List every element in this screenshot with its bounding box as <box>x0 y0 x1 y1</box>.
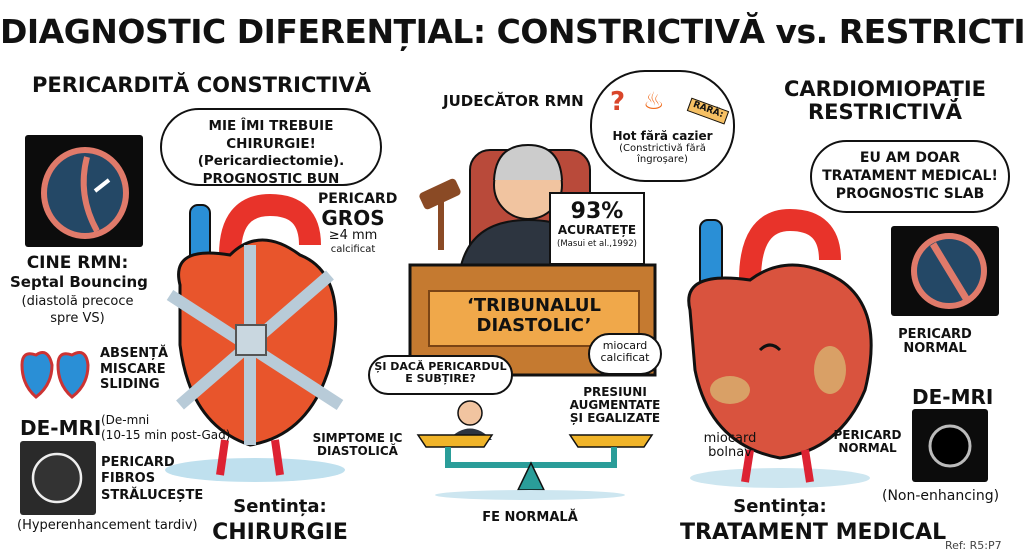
sliding-line: ABSENȚĂ <box>100 346 169 361</box>
echo-label-line: NORMAL <box>903 341 967 357</box>
speech-line: PROGNOSTIC SLAB <box>835 186 985 203</box>
banner-line: DIASTOLIC’ <box>476 314 592 336</box>
speech-line: (Pericardiectomie). <box>197 153 345 170</box>
judge-label: JUDECĂTOR RMN <box>443 92 584 110</box>
right-heading-line: CARDIOMIOPAȚIE <box>783 77 987 101</box>
question-mark-icon: ? <box>610 87 626 117</box>
symptoms-line: SIMPTOME IC <box>312 431 403 445</box>
sliding-line: SLIDING <box>100 377 160 393</box>
echo-label-line: PERICARD <box>898 327 972 342</box>
thought-cloud: Hot fără cazier (Constrictivă fără îngro… <box>590 70 735 182</box>
left-speech-bubble: MIE ÎMI TREBUIE CHIRURGIE! (Pericardiect… <box>160 108 382 187</box>
myocard-line: bolnav <box>708 445 752 461</box>
demri-image-right <box>912 409 988 482</box>
speech-line: EU AM DOAR <box>859 150 961 166</box>
reference: Ref: R5:P7 <box>945 539 1002 552</box>
left-heading: PERICARDITĂ CONSTRICTIVĂ <box>32 73 372 97</box>
echo-label: PERICARD NORMAL <box>885 327 985 357</box>
accuracy-label: ACURATEȚE <box>557 223 637 238</box>
pericard-thick: GROS <box>321 206 385 231</box>
accuracy-ref: (Masui et al.,1992) <box>557 239 637 250</box>
right-verdict-label: Sentința: <box>733 496 827 517</box>
calc-line: calcificat <box>600 351 650 365</box>
calcified-bubble: miocard calcificat <box>588 333 662 375</box>
cine-title: CINE RMN: <box>26 253 129 273</box>
myocard-label: miocard bolnav <box>695 431 765 461</box>
cine-note: spre VS) <box>50 311 105 326</box>
pericard-thickness: ≥4 mm <box>328 228 378 244</box>
symptoms-line: DIASTOLICĂ <box>317 444 398 459</box>
constrictive-heart-illustration <box>165 193 345 482</box>
sliding-line: MISCARE <box>100 361 166 377</box>
demri-note: (De-mni <box>101 413 150 427</box>
fire-icon: ♨ <box>643 87 665 115</box>
thought-line: îngroșare) <box>637 154 688 166</box>
banner-line: ‘TRIBUNALUL <box>467 295 601 316</box>
sliding-label: ABSENȚĂ MISCARE SLIDING <box>100 346 168 393</box>
accuracy-value: 93% <box>570 199 624 224</box>
lawyer-line: ȘI DACĂ PERICARDUL <box>374 360 507 373</box>
speech-line: MIE ÎMI TREBUIE CHIRURGIE! <box>208 118 334 152</box>
lawyer-line: E SUBȚIRE? <box>405 372 476 386</box>
demri-title-left: DE-MRI <box>20 416 102 440</box>
cine-subtitle: Septal Bouncing <box>10 273 148 291</box>
demri-caption-right: (Non-enhancing) <box>882 488 1000 504</box>
balance-scale-icon <box>416 400 654 500</box>
pericard-calcified: calcificat <box>330 243 376 255</box>
accuracy-sign: 93% ACURATEȚE (Masui et al.,1992) <box>549 192 645 265</box>
myocard-line: miocard <box>703 431 757 446</box>
right-speech-bubble: EU AM DOAR TRATAMENT MEDICAL! PROGNOSTIC… <box>810 140 1010 213</box>
right-verdict: TRATAMENT MEDICAL <box>680 520 947 545</box>
demri-note: (10-15 min post-Gad) <box>101 428 231 442</box>
demri-caption-left: (Hyperenhancement tardiv) <box>17 518 198 533</box>
demri-line: STRĂLUCEȘTE <box>101 487 204 503</box>
pericard-normal-label: PERICARD NORMAL <box>825 428 910 456</box>
demri-desc: PERICARD FIBROS STRĂLUCEȘTE <box>101 455 203 504</box>
lawyer-speech-bubble: ȘI DACĂ PERICARDUL E SUBȚIRE? <box>368 355 513 395</box>
pressures-line: AUGMENTATE <box>569 398 661 413</box>
cine-mri-image <box>25 135 143 247</box>
demri-image-left <box>20 441 96 515</box>
fe-normal-label: FE NORMALĂ <box>482 510 578 525</box>
speech-line: TRATAMENT MEDICAL! <box>822 168 998 185</box>
restrictive-heart-illustration <box>687 208 873 488</box>
pressures-label: PRESIUNI AUGMENTATE ȘI EGALIZATE <box>565 385 665 426</box>
heart-icons <box>20 351 90 399</box>
pressures-line: PRESIUNI <box>583 385 647 399</box>
symptoms-label: SIMPTOME IC DIASTOLICĂ <box>310 431 405 459</box>
cine-note: (diastolă precoce <box>21 294 134 309</box>
page-title: DIAGNOSTIC DIFERENȚIAL: CONSTRICTIVĂ vs.… <box>0 12 1024 51</box>
thought-line: Hot fără cazier <box>612 129 713 143</box>
speech-line: PROGNOSTIC BUN <box>202 170 340 187</box>
left-verdict-label: Sentința: <box>233 496 327 517</box>
demri-title-right: DE-MRI <box>912 385 994 409</box>
demri-line: FIBROS <box>101 471 156 487</box>
calc-line: miocard <box>602 339 648 352</box>
pericard-label: PERICARD <box>318 191 398 207</box>
thought-line: (Constrictivă fără <box>619 143 706 155</box>
left-verdict: CHIRURGIE <box>212 520 348 545</box>
pericard-thick-label: PERICARD GROS ≥4 mm calcificat <box>318 191 398 255</box>
demri-line: PERICARD <box>101 455 175 470</box>
pericard-line: PERICARD <box>833 428 902 442</box>
pressures-line: ȘI EGALIZATE <box>569 411 661 426</box>
right-heading-line: RESTRICTIVĂ <box>807 100 962 125</box>
echo-image-right <box>891 226 999 316</box>
right-heading: CARDIOMIOPAȚIE RESTRICTIVĂ <box>770 77 1000 125</box>
pericard-line: NORMAL <box>838 441 897 456</box>
